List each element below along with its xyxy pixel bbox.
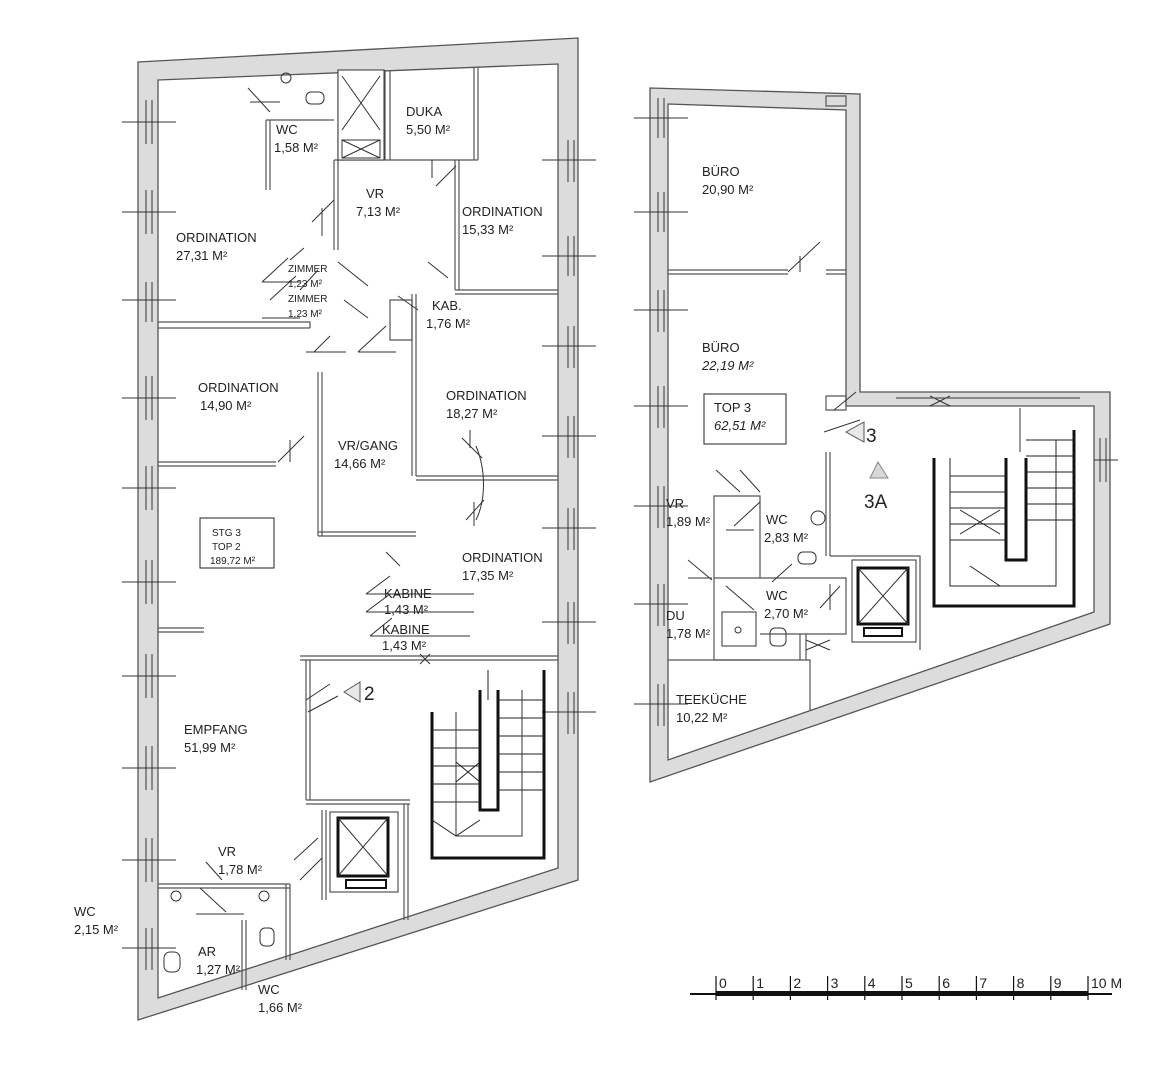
room-area: 2,15 M² <box>74 922 119 937</box>
room-area: 1,66 M² <box>258 1000 303 1015</box>
unit-line: STG 3 <box>212 528 241 539</box>
room-area: 27,31 M² <box>176 248 228 263</box>
room-name: VR <box>366 186 384 201</box>
room-area: 1,43 M² <box>382 638 427 653</box>
room-name: KABINE <box>384 586 432 601</box>
room-name: WC <box>258 982 280 997</box>
room-area: 51,99 M² <box>184 740 236 755</box>
scale-tick-label: 2 <box>793 975 801 991</box>
scale-tick-label: 10 M <box>1091 975 1122 991</box>
left-building: WC 1,58 M² DUKA 5,50 M² VR 7,13 M² ORDIN… <box>74 37 596 1021</box>
room-area: 14,66 M² <box>334 456 386 471</box>
room-name: VR <box>218 844 236 859</box>
left-fixtures <box>163 72 325 973</box>
left-shaft-top <box>337 69 385 161</box>
room-name: BÜRO <box>702 340 740 355</box>
room-name: DU <box>666 608 685 623</box>
room-name: ZIMMER <box>288 264 327 275</box>
right-doors <box>687 241 1021 651</box>
room-area: 1,89 M² <box>666 514 711 529</box>
room-area: 15,33 M² <box>462 222 514 237</box>
room-area: 20,90 M² <box>702 182 754 197</box>
left-elevator <box>329 811 399 893</box>
room-area: 5,50 M² <box>406 122 451 137</box>
room-area: 14,90 M² <box>200 398 252 413</box>
room-area: 1,58 M² <box>274 140 319 155</box>
scale-tick-label: 4 <box>868 975 876 991</box>
room-area: 10,22 M² <box>676 710 728 725</box>
room-name: ORDINATION <box>462 550 543 565</box>
room-name: DUKA <box>406 104 442 119</box>
stair-sublabel: 3A <box>864 492 888 513</box>
scale-tick-label: 5 <box>905 975 913 991</box>
left-windows-east <box>542 140 596 734</box>
left-room-labels: WC 1,58 M² DUKA 5,50 M² VR 7,13 M² ORDIN… <box>74 104 543 1015</box>
room-area: 2,83 M² <box>764 530 809 545</box>
right-room-labels: BÜRO 20,90 M² BÜRO 22,19 M² VR 1,89 M² W… <box>666 164 888 725</box>
room-area: 1,27 M² <box>196 962 241 977</box>
unit-line: TOP 3 <box>714 400 751 415</box>
right-staircase <box>932 430 1076 608</box>
right-building: BÜRO 20,90 M² BÜRO 22,19 M² VR 1,89 M² W… <box>634 87 1118 783</box>
room-area: 1,23 M² <box>288 309 323 320</box>
room-name: WC <box>766 588 788 603</box>
scale-tick-label: 3 <box>831 975 839 991</box>
room-area: 1,78 M² <box>666 626 711 641</box>
room-name: WC <box>766 512 788 527</box>
right-elevator <box>851 559 917 643</box>
room-name: WC <box>74 904 96 919</box>
room-name: ZIMMER <box>288 294 327 305</box>
stair-arrow-3a <box>869 460 889 479</box>
stair-arrow-3 <box>844 421 865 443</box>
room-name: BÜRO <box>702 164 740 179</box>
room-name: KABINE <box>382 622 430 637</box>
scale-tick-label: 0 <box>719 975 727 991</box>
room-name: WC <box>276 122 298 137</box>
room-area: 18,27 M² <box>446 406 498 421</box>
room-area: 7,13 M² <box>356 204 401 219</box>
scale-tick-label: 9 <box>1054 975 1062 991</box>
scale-tick-label: 8 <box>1017 975 1025 991</box>
room-name: KAB. <box>432 298 462 313</box>
stair-label: 2 <box>364 684 375 705</box>
stair-arrow-2 <box>343 681 361 703</box>
room-name: ORDINATION <box>176 230 257 245</box>
unit-box-left <box>199 517 275 569</box>
right-interior-walls <box>668 95 1080 710</box>
scale-tick-label: 6 <box>942 975 950 991</box>
room-area: 1,43 M² <box>384 602 429 617</box>
room-area: 2,70 M² <box>764 606 809 621</box>
room-area: 1,78 M² <box>218 862 263 877</box>
left-windows-west <box>122 100 176 970</box>
scale-bar: 0 1 2 3 4 5 6 7 8 9 10 M <box>690 975 1122 1000</box>
scale-tick-label: 7 <box>979 975 987 991</box>
room-name: VR <box>666 496 684 511</box>
room-name: ORDINATION <box>198 380 279 395</box>
room-area: 22,19 M² <box>701 358 754 373</box>
left-doors <box>196 87 485 915</box>
right-fixtures <box>721 510 826 647</box>
room-name: AR <box>198 944 216 959</box>
left-interior-walls <box>158 68 558 990</box>
scale-tick-label: 1 <box>756 975 764 991</box>
room-name: EMPFANG <box>184 722 248 737</box>
room-area: 1,23 M² <box>288 279 323 290</box>
unit-line: 62,51 M² <box>714 418 766 433</box>
room-name: ORDINATION <box>446 388 527 403</box>
room-area: 1,76 M² <box>426 316 471 331</box>
stair-label: 3 <box>866 426 877 447</box>
left-staircase <box>430 670 546 860</box>
unit-line: 189,72 M² <box>210 556 256 567</box>
room-name: VR/GANG <box>338 438 398 453</box>
room-name: TEEKÜCHE <box>676 692 747 707</box>
unit-line: TOP 2 <box>212 542 241 553</box>
room-area: 17,35 M² <box>462 568 514 583</box>
unit-box-right <box>703 393 787 445</box>
room-name: ORDINATION <box>462 204 543 219</box>
